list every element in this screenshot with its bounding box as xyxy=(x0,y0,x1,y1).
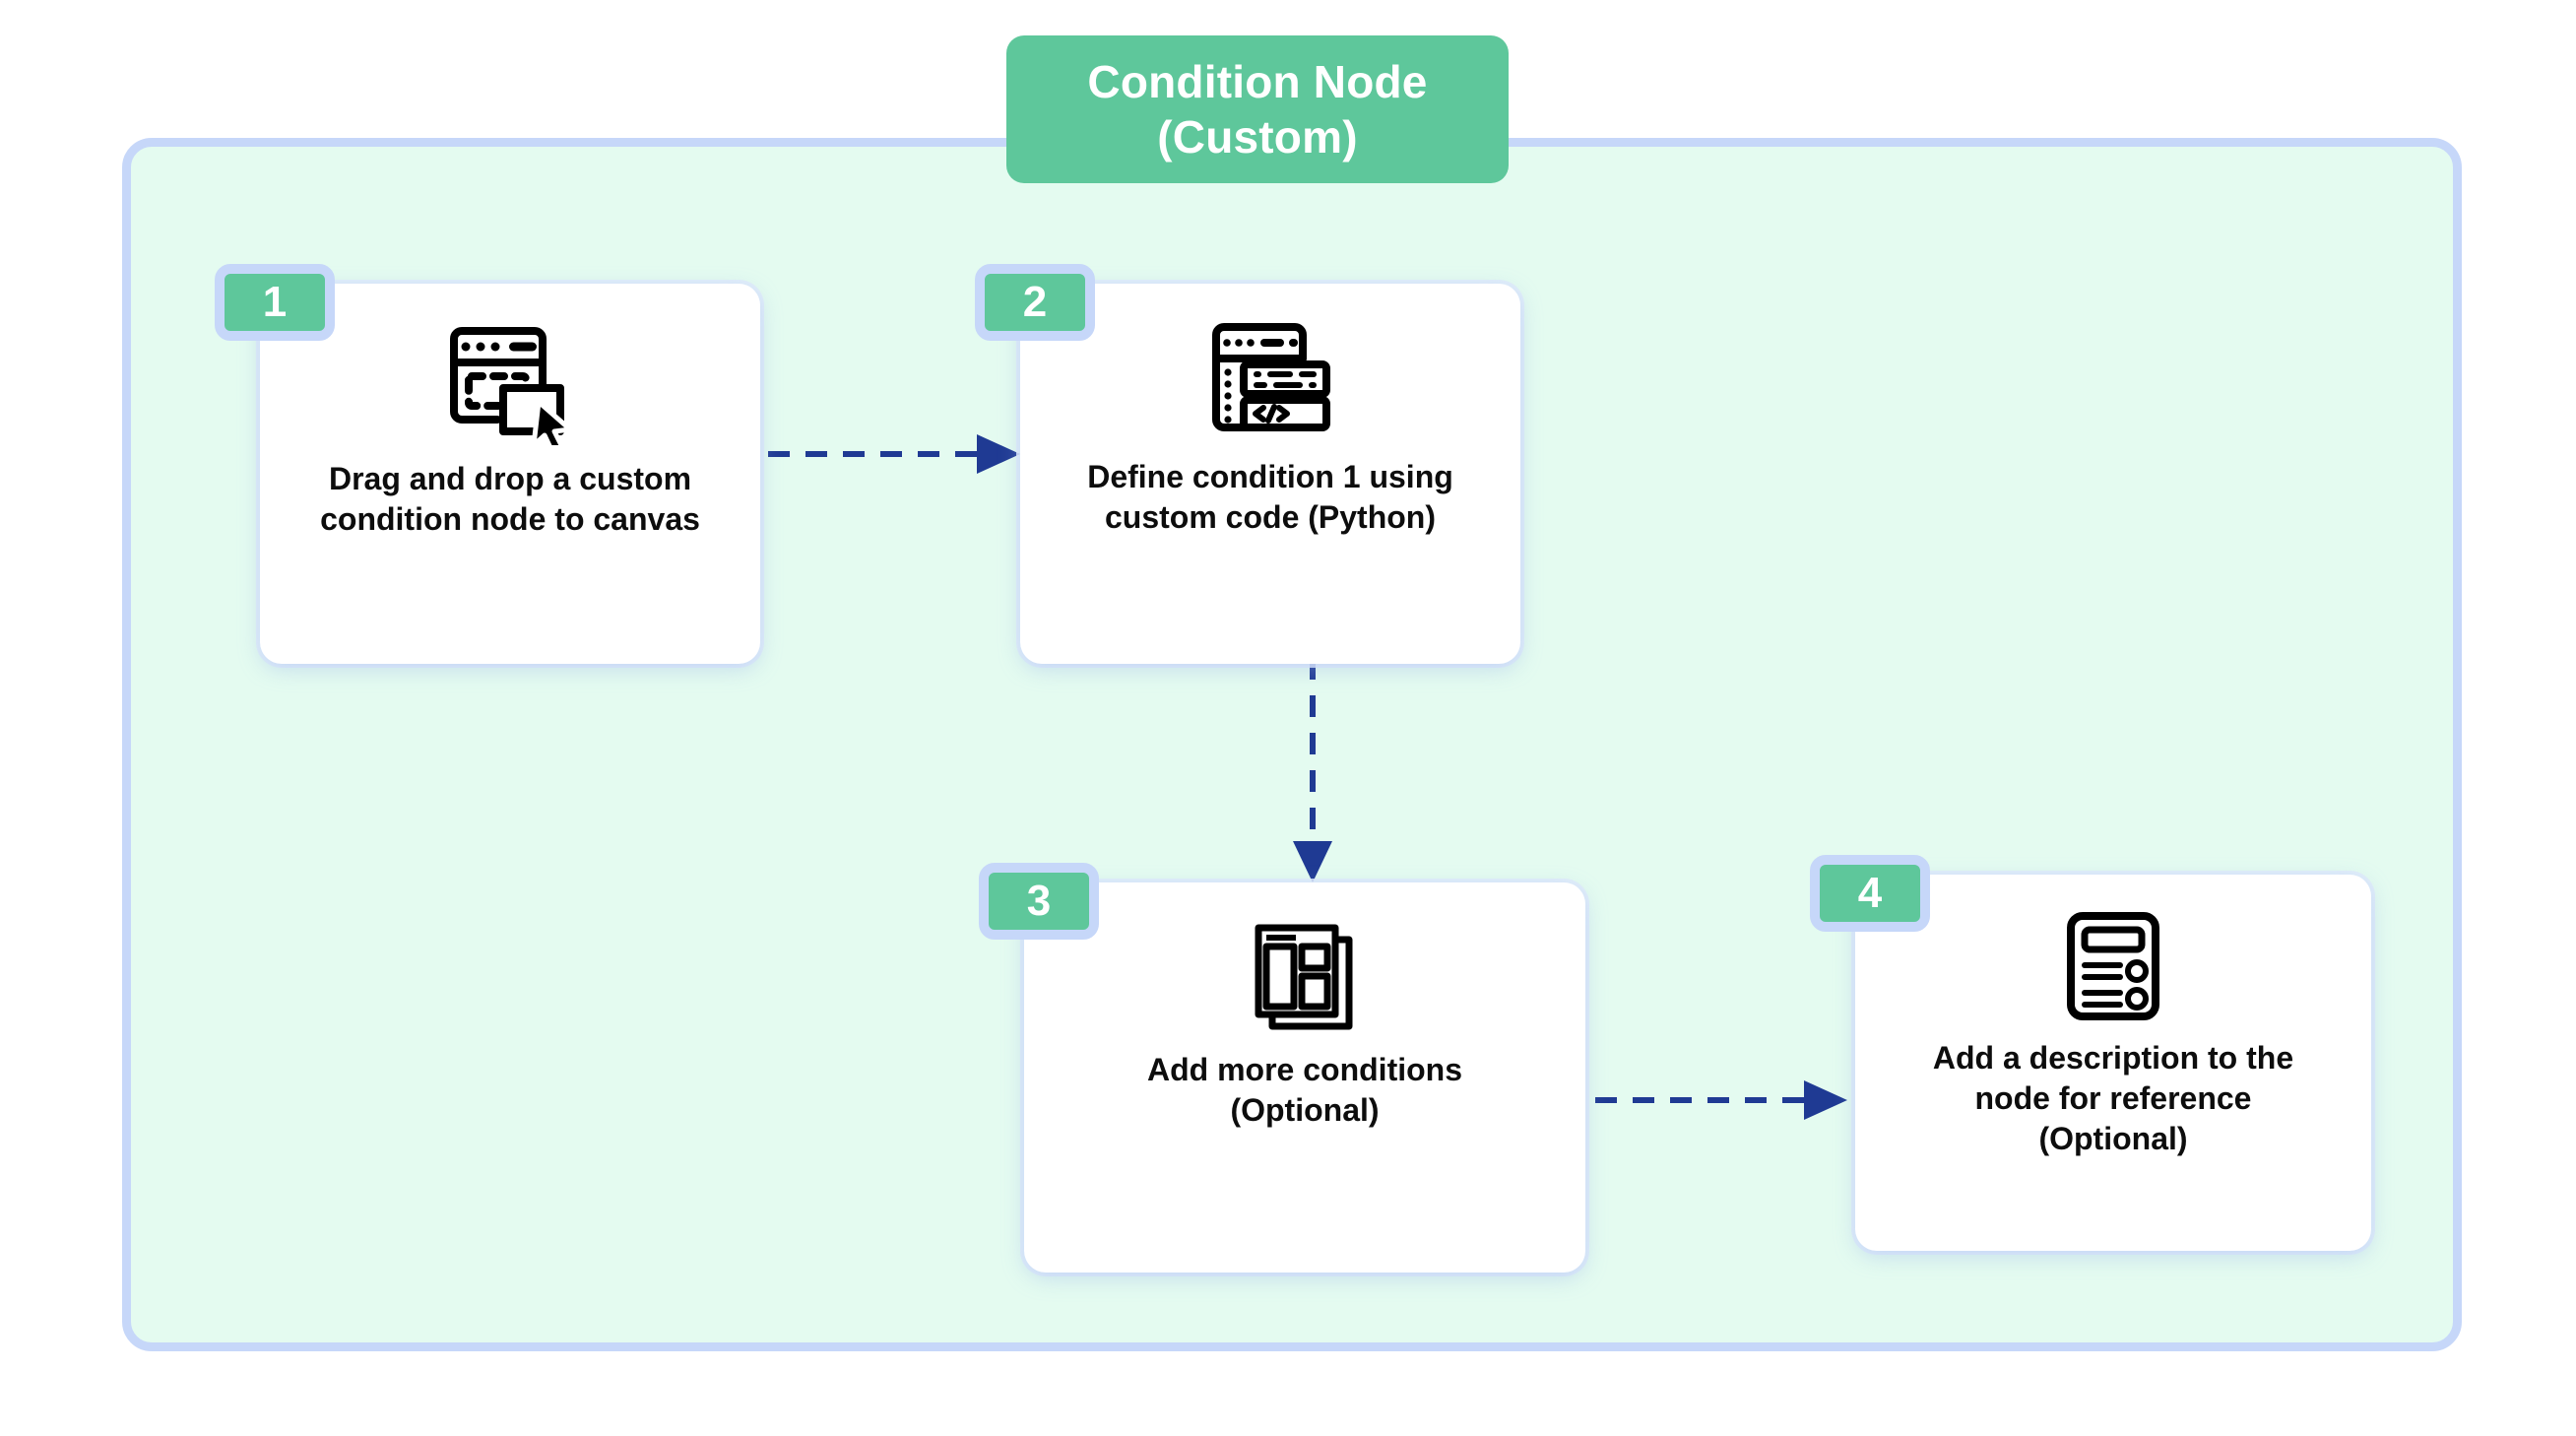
step-badge-1: 1 xyxy=(215,264,335,341)
step-badge-4: 4 xyxy=(1810,855,1930,932)
code-editor-icon xyxy=(1200,317,1340,443)
step-card-3-label: Add more conditions (Optional) xyxy=(1147,1052,1462,1128)
step-badge-4-number: 4 xyxy=(1857,869,1883,917)
connector-step2-to-step3 xyxy=(1293,658,1332,882)
step-card-1-label: Drag and drop a custom condition node to… xyxy=(320,461,700,537)
step-card-2[interactable]: Define condition 1 using custom code (Py… xyxy=(1020,284,1520,664)
step-badge-3-number: 3 xyxy=(1026,877,1052,925)
step-card-3[interactable]: Add more conditions (Optional) xyxy=(1024,882,1585,1273)
step-card-1[interactable]: Drag and drop a custom condition node to… xyxy=(260,284,760,664)
step-badge-3: 3 xyxy=(979,863,1099,940)
arrow-head-icon xyxy=(1804,1080,1847,1120)
step-card-2-label: Define condition 1 using custom code (Py… xyxy=(1087,459,1453,535)
connector-step3-to-step4 xyxy=(1595,1080,1847,1120)
step-badge-2-number: 2 xyxy=(1022,278,1048,326)
drag-drop-canvas-icon xyxy=(436,317,584,445)
arrow-head-icon xyxy=(977,434,1020,474)
connector-step1-to-step2 xyxy=(768,434,1020,474)
stacked-layouts-icon xyxy=(1245,916,1365,1036)
diagram-title-chip: Condition Node (Custom) xyxy=(1006,35,1509,183)
description-form-icon xyxy=(2059,908,2167,1024)
step-badge-1-number: 1 xyxy=(262,278,288,326)
page-title: Condition Node (Custom) xyxy=(1087,55,1428,163)
step-badge-2: 2 xyxy=(975,264,1095,341)
step-card-4-label: Add a description to the node for refere… xyxy=(1932,1040,2294,1156)
arrow-head-icon xyxy=(1293,841,1332,882)
step-card-4[interactable]: Add a description to the node for refere… xyxy=(1855,875,2371,1251)
